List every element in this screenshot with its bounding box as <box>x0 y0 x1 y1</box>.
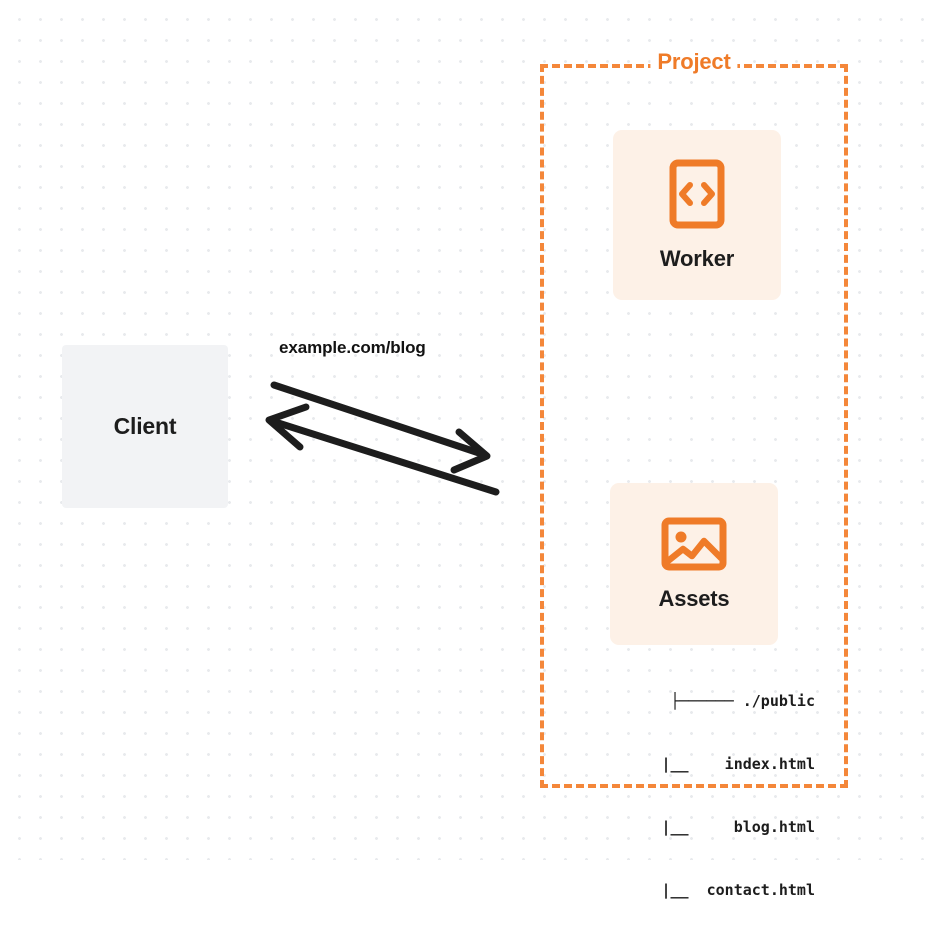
project-title: Project <box>650 49 738 75</box>
file-tree-row: |__ blog.html <box>607 818 815 836</box>
code-file-icon <box>669 159 725 229</box>
connector-response <box>265 403 500 496</box>
node-worker-label: Worker <box>659 245 735 271</box>
file-tree-row: |__ contact.html <box>607 881 815 899</box>
file-tree-row: ├────── ./public <box>670 692 816 710</box>
connector-request <box>270 381 491 474</box>
assets-file-tree: ├────── ./public |__ index.html |__ blog… <box>570 649 815 943</box>
node-assets-label: Assets <box>658 586 730 611</box>
node-client[interactable]: Client <box>62 345 228 508</box>
file-tree-row: |__ index.html <box>607 755 815 773</box>
image-icon <box>661 516 727 572</box>
node-client-label: Client <box>113 413 177 439</box>
node-assets[interactable]: Assets <box>610 483 778 645</box>
diagram-canvas: Client example.com/blog Project <box>0 0 938 899</box>
node-worker[interactable]: Worker <box>613 130 781 300</box>
connector-request-label: example.com/blog <box>279 338 426 357</box>
group-project: Project Worker Assets <box>540 49 848 899</box>
